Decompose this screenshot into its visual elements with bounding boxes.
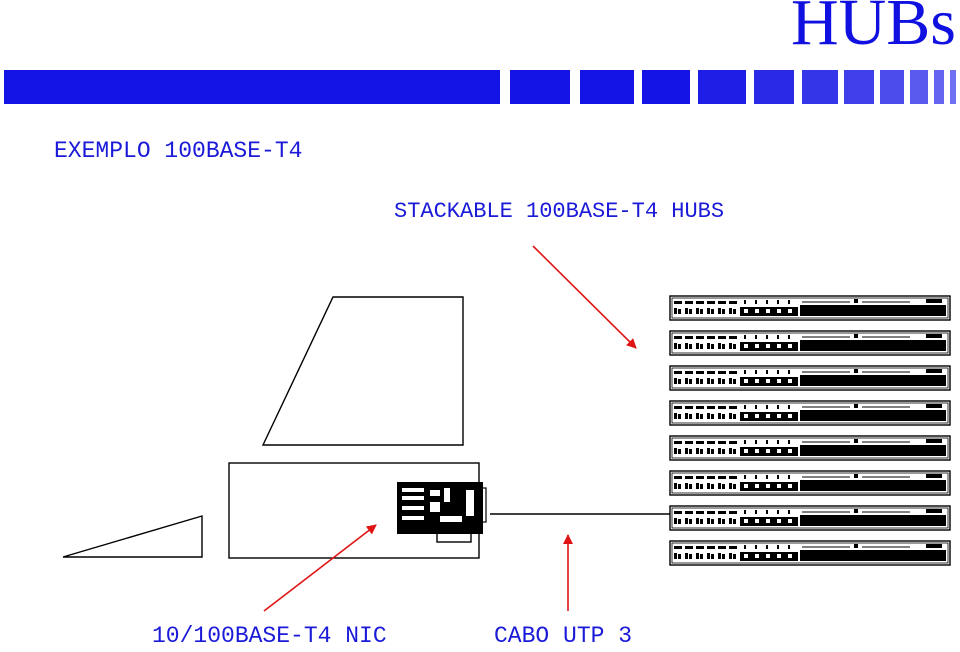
banner-block <box>950 70 956 104</box>
banner-block <box>934 70 944 104</box>
hub-unit <box>669 400 951 426</box>
nic-chips <box>402 488 474 522</box>
hub-unit <box>669 540 951 566</box>
hubs-label: STACKABLE 100BASE-T4 HUBS <box>394 199 725 224</box>
banner-block <box>802 70 838 104</box>
banner-block <box>844 70 874 104</box>
hub-stack <box>669 295 951 566</box>
nic-card <box>397 482 487 543</box>
monitor-outline <box>261 296 464 446</box>
nic-label: 10/100BASE-T4 NIC <box>152 623 387 649</box>
banner-block <box>880 70 904 104</box>
slide-title: HUBs <box>790 0 956 59</box>
banner-block <box>510 70 570 104</box>
subtitle-label: EXEMPLO 100BASE-T4 <box>54 138 303 164</box>
banner-block <box>580 70 634 104</box>
hub-unit <box>669 365 951 391</box>
nic-arrow <box>263 524 377 612</box>
keyboard <box>62 515 203 558</box>
hub-unit <box>669 470 951 496</box>
banner-block <box>754 70 794 104</box>
nic-bracket <box>477 487 487 523</box>
hub-unit <box>669 435 951 461</box>
banner-block <box>910 70 928 104</box>
banner-block <box>642 70 690 104</box>
banner-long-block <box>4 70 500 104</box>
hub-unit <box>669 505 951 531</box>
hub-unit <box>669 295 951 321</box>
cable-label: CABO UTP 3 <box>494 623 633 649</box>
title-banner <box>4 70 956 104</box>
hubs-arrow <box>532 245 637 349</box>
hub-unit <box>669 330 951 356</box>
nic-edge-connector <box>436 531 472 543</box>
banner-block <box>698 70 746 104</box>
